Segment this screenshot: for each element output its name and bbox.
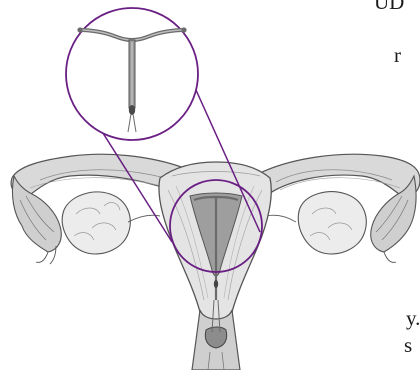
magnified-iud-inset — [66, 8, 198, 140]
right-ovary — [298, 192, 366, 254]
right-fallopian-tube — [258, 154, 420, 198]
left-ovary — [62, 192, 130, 254]
uterus-anatomy — [11, 154, 420, 370]
